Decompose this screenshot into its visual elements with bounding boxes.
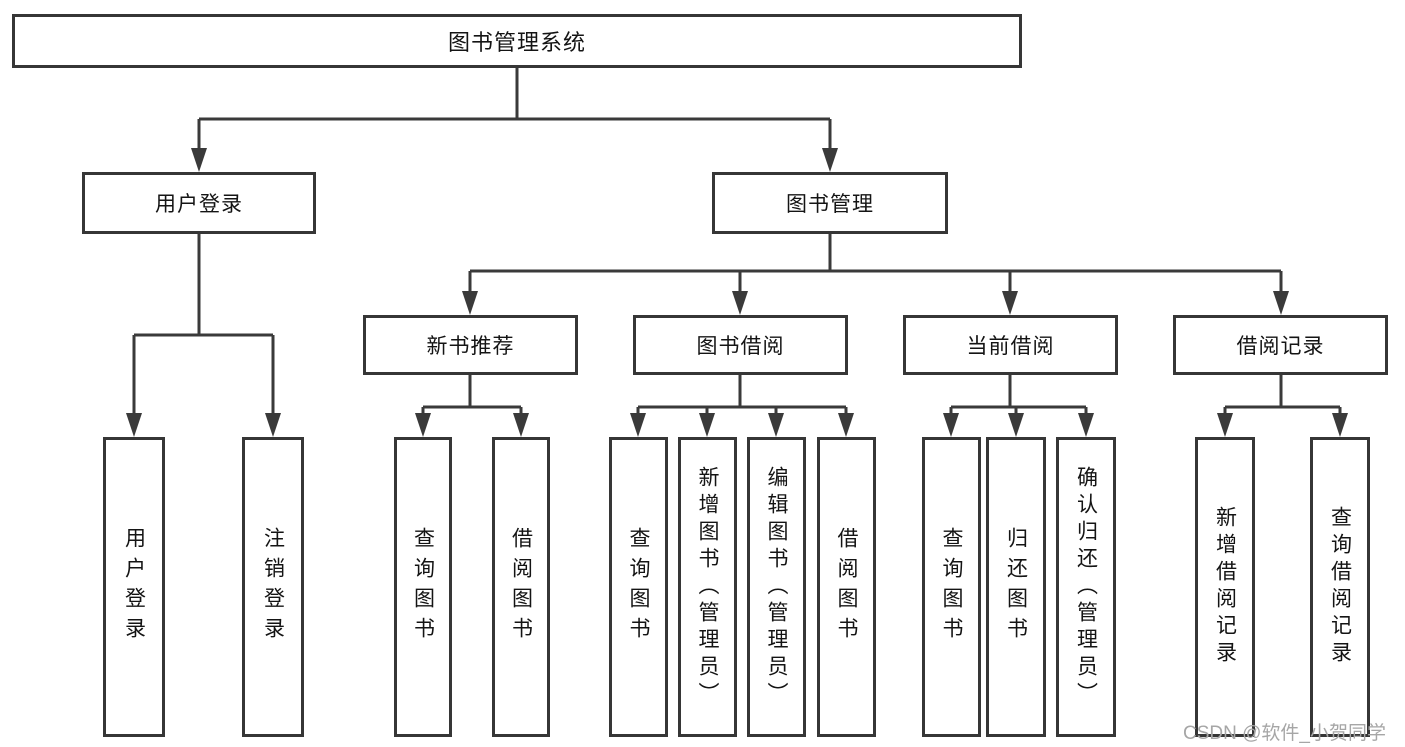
leaf-label: 新增图书（管理员） (696, 465, 719, 709)
node-book-management: 图书管理 (712, 172, 948, 234)
leaf-label: 查询借阅记录 (1328, 506, 1352, 668)
leaf-borrow-books: 借阅图书 (492, 437, 550, 737)
leaf-label: 注销登录 (261, 527, 285, 647)
leaf-label: 用户登录 (122, 527, 146, 647)
node-current-borrowing: 当前借阅 (903, 315, 1118, 375)
leaf-logout: 注销登录 (242, 437, 304, 737)
leaf-confirm-return-admin: 确认归还（管理员） (1056, 437, 1116, 737)
leaf-borrow-books-2: 借阅图书 (817, 437, 876, 737)
leaf-query-books: 查询图书 (394, 437, 452, 737)
csdn-watermark: CSDN @软件_小贺同学 (1183, 723, 1386, 744)
leaf-return-books: 归还图书 (986, 437, 1046, 737)
leaf-label: 确认归还（管理员） (1074, 465, 1098, 709)
node-label: 用户登录 (155, 193, 243, 216)
leaf-label: 查询图书 (411, 527, 435, 647)
node-book-borrowing: 图书借阅 (633, 315, 848, 375)
leaf-label: 查询图书 (940, 527, 963, 647)
node-library-management-system: 图书管理系统 (12, 14, 1022, 68)
node-borrowing-records: 借阅记录 (1173, 315, 1388, 375)
leaf-label: 新增借阅记录 (1213, 506, 1237, 668)
leaf-query-borrow-record: 查询借阅记录 (1310, 437, 1370, 737)
leaf-label: 借阅图书 (509, 527, 533, 647)
leaf-add-borrow-record: 新增借阅记录 (1195, 437, 1255, 737)
leaf-add-book-admin: 新增图书（管理员） (678, 437, 737, 737)
leaf-label: 归还图书 (1004, 527, 1028, 647)
node-new-book-recommendation: 新书推荐 (363, 315, 578, 375)
leaf-user-login: 用户登录 (103, 437, 165, 737)
node-label: 新书推荐 (426, 335, 515, 358)
node-label: 图书管理系统 (447, 30, 586, 55)
leaf-query-books-3: 查询图书 (922, 437, 981, 737)
leaf-label: 编辑图书（管理员） (765, 465, 788, 709)
node-user-login: 用户登录 (82, 172, 316, 234)
node-label: 当前借阅 (966, 335, 1055, 358)
node-label: 图书管理 (786, 193, 874, 216)
leaf-label: 查询图书 (627, 527, 650, 647)
leaf-label: 借阅图书 (835, 527, 858, 647)
leaf-query-books-2: 查询图书 (609, 437, 668, 737)
node-label: 图书借阅 (696, 335, 785, 358)
node-label: 借阅记录 (1236, 335, 1325, 358)
leaf-edit-book-admin: 编辑图书（管理员） (747, 437, 806, 737)
